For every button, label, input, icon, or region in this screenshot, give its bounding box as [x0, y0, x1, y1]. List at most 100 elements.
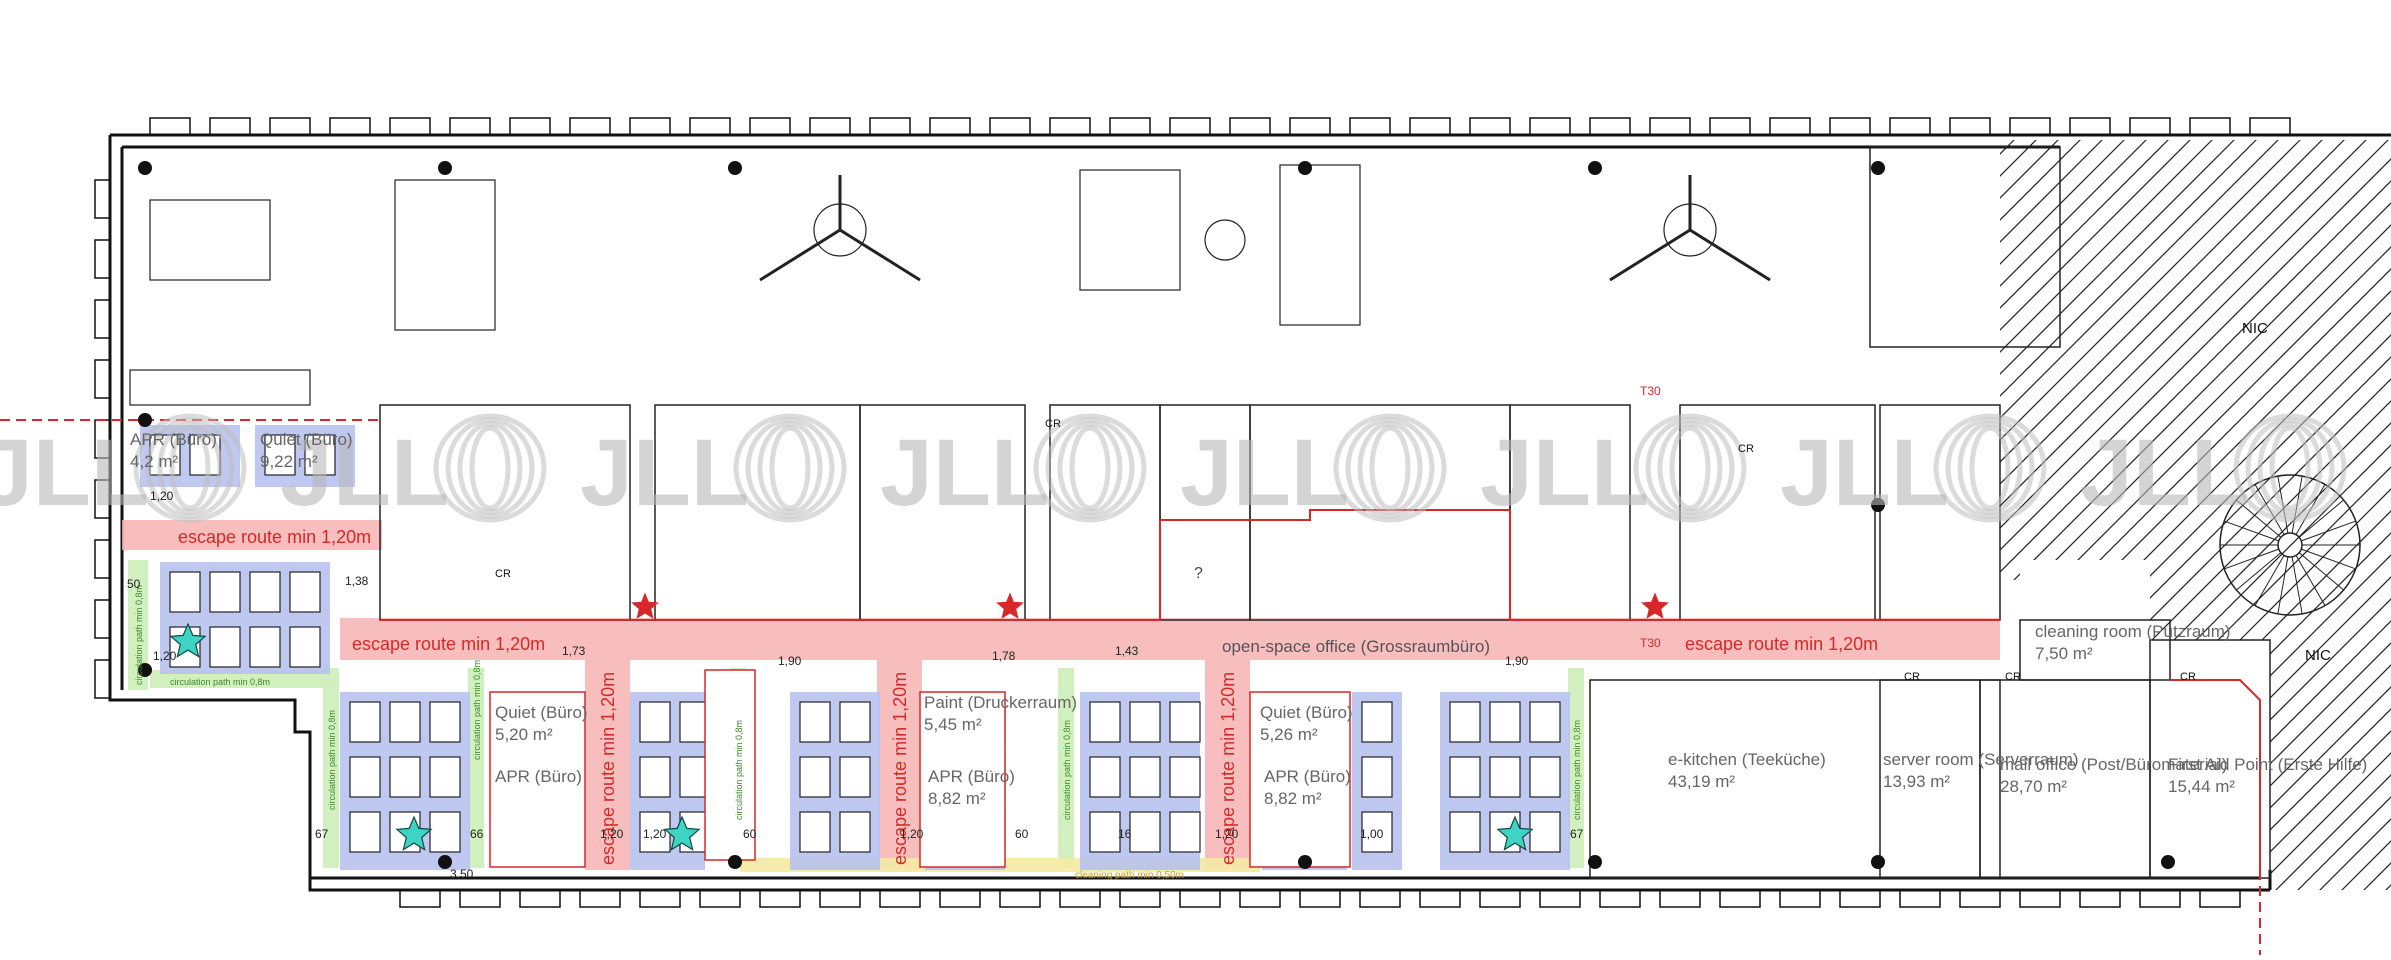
window [94, 599, 111, 639]
window [869, 117, 911, 136]
dimension-label: 16 [1118, 827, 1132, 841]
window [1049, 117, 1091, 136]
dimension-label: 1,20 [900, 827, 924, 841]
dimension-label: 1,20 [150, 489, 174, 503]
escape-route-label-center-left: escape route min 1,20m [352, 634, 545, 654]
room-area: 28,70 m² [2000, 777, 2067, 796]
cr-label-6: CR [2180, 671, 2196, 683]
dimension-label: 1,00 [1360, 827, 1384, 841]
window [1179, 889, 1221, 908]
window [999, 889, 1041, 908]
room-area: 43,19 m² [1668, 772, 1735, 791]
room-name: APR (Büro) [928, 767, 1015, 786]
window [1059, 889, 1101, 908]
watermark-text: JLL [0, 420, 149, 526]
room-area: 4,2 m² [130, 452, 179, 471]
column [1298, 855, 1312, 869]
column [1871, 161, 1885, 175]
star-marker [395, 815, 433, 851]
circulation-path-v2 [468, 668, 484, 868]
column [1588, 855, 1602, 869]
nic-label-2: NIC [2305, 647, 2331, 664]
window [94, 359, 111, 399]
core-structure [379, 146, 2271, 879]
dimension-label: 1,43 [1115, 644, 1139, 658]
window [689, 117, 731, 136]
nic-label-1: NIC [2242, 320, 2268, 337]
room-area: 8,82 m² [1264, 789, 1322, 808]
window [1109, 117, 1151, 136]
watermark-text: JLL [580, 420, 749, 526]
window [1599, 889, 1641, 908]
star-marker [1641, 592, 1669, 619]
window [449, 117, 491, 136]
window [929, 117, 971, 136]
room-name: cleaning room (Putzraum) [2035, 622, 2231, 641]
circulation-path-v1 [323, 668, 339, 868]
window [1169, 117, 1211, 136]
column [1298, 161, 1312, 175]
window [94, 659, 111, 699]
window [94, 239, 111, 279]
window [1829, 117, 1871, 136]
fire-boundary-core [380, 509, 2000, 621]
window [94, 179, 111, 219]
window [749, 117, 791, 136]
circulation-label-2: circulation path min 0,8m [170, 677, 270, 687]
room-name: Quiet (Büro) [495, 703, 588, 722]
column [438, 161, 452, 175]
window [1889, 117, 1931, 136]
watermark-text: JLL [280, 420, 449, 526]
dimension-label: 60 [1015, 827, 1029, 841]
room-name: Quiet (Büro) [1260, 703, 1353, 722]
dimension-label: 1,20 [1215, 827, 1239, 841]
dimension-label: 50 [127, 577, 141, 591]
window [2249, 117, 2291, 136]
dimension-label: 67 [315, 827, 329, 841]
watermark-text: JLL [2080, 420, 2249, 526]
column [2161, 855, 2175, 869]
room-area: 15,44 m² [2168, 777, 2235, 796]
assembly-markers [169, 592, 1669, 851]
escape-route-band-left [122, 520, 382, 550]
circulation-label-1: circulation path min 0,8m [134, 585, 144, 685]
column [728, 855, 742, 869]
window [1349, 117, 1391, 136]
window [1899, 889, 1941, 908]
window [2129, 117, 2171, 136]
cr-label-3: CR [1045, 418, 1061, 430]
unknown-room-mark: ? [1194, 565, 1203, 582]
circulation-label-7: circulation path min 0,8m [1572, 720, 1582, 820]
dimension-label: 66 [470, 827, 484, 841]
window [1949, 117, 1991, 136]
window [1529, 117, 1571, 136]
room-area: 5,45 m² [924, 715, 982, 734]
cleaning-path-label: cleaning path min 0,50m [1075, 870, 1184, 881]
window [1289, 117, 1331, 136]
window [699, 889, 741, 908]
room-name: server room (Serverraum) [1883, 750, 2079, 769]
escape-route-vertical-3 [1205, 660, 1250, 870]
window [1839, 889, 1881, 908]
window [1959, 889, 2001, 908]
column [1588, 161, 1602, 175]
window [1359, 889, 1401, 908]
circulation-path-left [128, 560, 148, 690]
window [329, 117, 371, 136]
window [2069, 117, 2111, 136]
dimension-label: 67 [1570, 827, 1584, 841]
window [2019, 889, 2061, 908]
circulation-path-v5 [1568, 668, 1584, 868]
window [1589, 117, 1631, 136]
cr-label-4: CR [1904, 671, 1920, 683]
window [94, 539, 111, 579]
window [1229, 117, 1271, 136]
dimension-label: 1,20 [153, 649, 177, 663]
room-area: 5,20 m² [495, 725, 553, 744]
window-row-bottom [399, 889, 2241, 908]
dimension-label: 60 [743, 827, 757, 841]
dimension-label: 1,20 [643, 827, 667, 841]
